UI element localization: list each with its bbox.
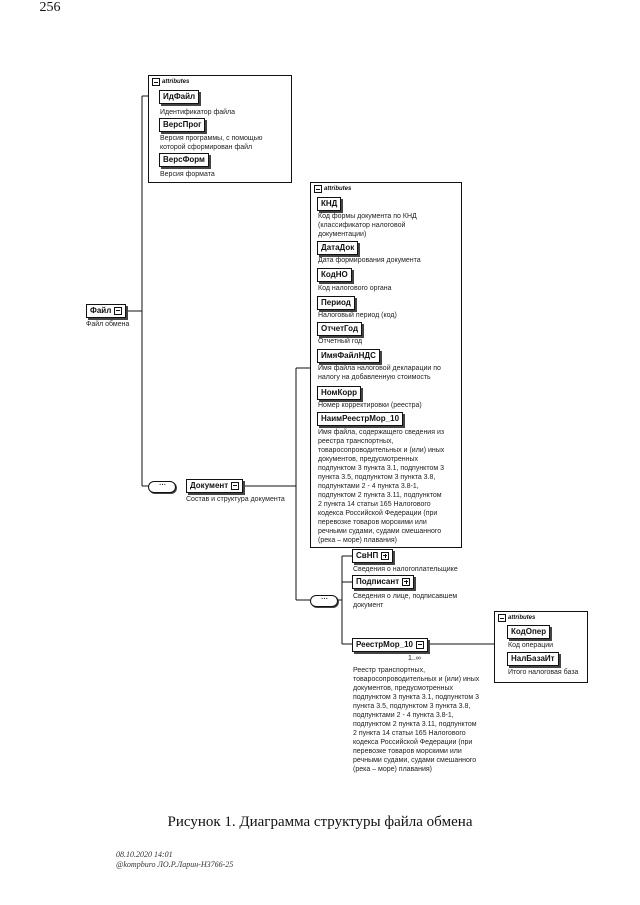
sequence-icon xyxy=(310,593,338,607)
attributes-header: attributes xyxy=(162,79,190,85)
attr-kodno-desc: Код налогового органа xyxy=(318,285,392,292)
page-number: 256 xyxy=(39,0,61,15)
attr-imyafaylnds[interactable]: ИмяФайлНДС xyxy=(317,349,380,363)
attr-nalbazait[interactable]: НалБазаИт xyxy=(507,652,559,666)
attr-versform[interactable]: ВерсФорм xyxy=(159,153,209,167)
reestr-desc: Реестр транспортных, товаросопроводитель… xyxy=(353,667,480,773)
attr-kodno[interactable]: КодНО xyxy=(317,268,352,282)
podpisant-desc: Сведения о лице, подписавшем документ xyxy=(353,593,458,609)
attr-versprog[interactable]: ВерсПрог xyxy=(159,118,206,132)
collapse-icon[interactable] xyxy=(415,640,424,649)
attr-naimreestrmor-desc: Имя файла, содержащего сведения из реест… xyxy=(318,429,445,544)
reestr-attributes-group: attributes xyxy=(494,611,588,683)
sequence-icon xyxy=(148,479,176,493)
file-element[interactable]: Файл xyxy=(86,304,127,318)
timestamp-stamp: 08.10.2020 14:01 xyxy=(116,850,173,859)
attr-idfile-desc: Идентификатор файла xyxy=(160,109,236,116)
attr-kodoper[interactable]: КодОпер xyxy=(507,625,551,639)
figure-caption: Рисунок 1. Диаграмма структуры файла обм… xyxy=(167,814,473,830)
attr-otchetgod-desc: Отчетный год xyxy=(318,338,363,345)
collapse-icon[interactable] xyxy=(114,306,123,315)
attr-kodoper-desc: Код операции xyxy=(508,642,554,649)
attr-datadok-desc: Дата формирования документа xyxy=(318,257,421,264)
collapse-icon[interactable] xyxy=(231,481,240,490)
podpisant-element[interactable]: Подписант xyxy=(352,575,415,589)
attr-otchetgod[interactable]: ОтчетГод xyxy=(317,322,363,336)
attributes-header: attributes xyxy=(508,615,536,621)
collapse-icon[interactable] xyxy=(314,185,322,193)
attributes-header: attributes xyxy=(324,186,352,192)
attr-knd-desc: Код формы документа по КНД (классификато… xyxy=(318,213,417,238)
attr-idfile[interactable]: ИдФайл xyxy=(159,90,200,104)
collapse-icon[interactable] xyxy=(498,614,506,622)
attr-period[interactable]: Период xyxy=(317,296,355,310)
attr-knd[interactable]: КНД xyxy=(317,197,342,211)
file-element-desc: Файл обмена xyxy=(86,321,130,328)
expand-icon[interactable] xyxy=(402,577,411,586)
attr-naimreestrmor[interactable]: НаимРеестрМор_10 xyxy=(317,412,404,426)
expand-icon[interactable] xyxy=(381,551,390,560)
attr-period-desc: Налоговый период (код) xyxy=(318,312,397,319)
document-element-desc: Состав и структура документа xyxy=(186,496,285,503)
reestr-cardinality: 1..∞ xyxy=(408,655,421,662)
attr-versform-desc: Версия формата xyxy=(160,171,215,178)
attr-nomkorr[interactable]: НомКорр xyxy=(317,386,362,400)
attr-nomkorr-desc: Номер корректировки (реестра) xyxy=(318,402,422,409)
document-element[interactable]: Документ xyxy=(186,479,244,493)
signature-stamp: @kompburo ЛО.Р.Ларин-Н3766-25 xyxy=(116,860,234,869)
collapse-icon[interactable] xyxy=(152,78,160,86)
attr-imyafaylnds-desc: Имя файла налоговой декларации по налогу… xyxy=(318,365,441,381)
reestr-element[interactable]: РеестрМор_10 xyxy=(352,638,428,652)
svnp-desc: Сведения о налогоплательщике xyxy=(353,566,458,573)
attr-datadok[interactable]: ДатаДок xyxy=(317,241,359,255)
attr-nalbazait-desc: Итого налоговая база xyxy=(508,669,579,676)
attr-versprog-desc: Версия программы, с помощью которой сфор… xyxy=(160,135,263,151)
svnp-element[interactable]: СвНП xyxy=(352,549,394,563)
